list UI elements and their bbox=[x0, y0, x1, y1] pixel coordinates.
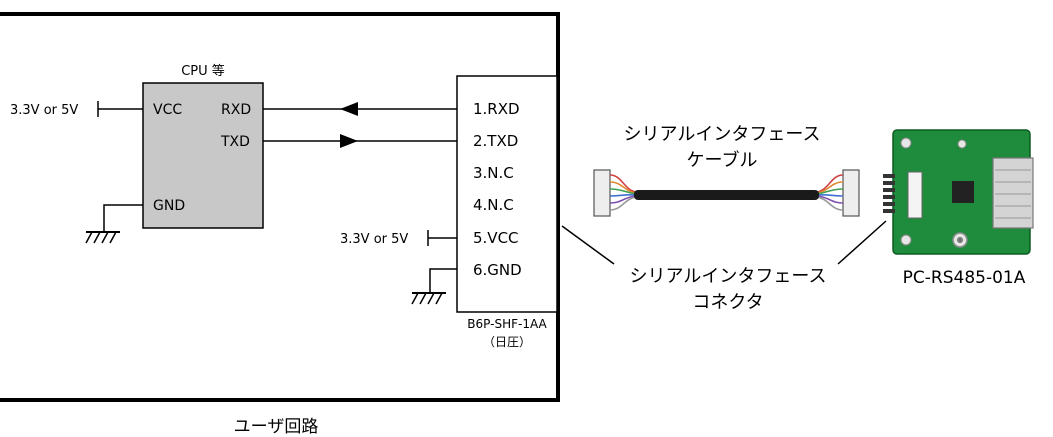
connector-label-line1: シリアルインタフェース bbox=[630, 266, 827, 287]
cpu-pin-rxd: RXD bbox=[221, 102, 251, 118]
connector-pin-1: 1.RXD bbox=[473, 100, 520, 118]
connector-part-number: B6P-SHF-1AA bbox=[467, 317, 547, 331]
cable-label-line2: ケーブル bbox=[687, 149, 758, 171]
connector-gnd-wire bbox=[429, 268, 457, 293]
txd-arrow bbox=[340, 134, 358, 148]
cpu-title: CPU 等 bbox=[181, 63, 225, 79]
cpu-ground-symbol bbox=[85, 231, 120, 244]
board-label: PC-RS485-01A bbox=[903, 268, 1026, 288]
user-circuit-label: ユーザ回路 bbox=[234, 417, 319, 437]
connector-label-line2: コネクタ bbox=[692, 292, 763, 313]
cpu-block bbox=[142, 82, 264, 229]
connector-maker: （日圧） bbox=[483, 335, 531, 349]
pc-rs485-board-image bbox=[883, 129, 1034, 255]
user-circuit-boundary bbox=[0, 12, 560, 402]
connector-pin-6: 6.GND bbox=[473, 261, 522, 279]
connector-pin-5: 5.VCC bbox=[473, 229, 519, 247]
connector-supply-label: 3.3V or 5V bbox=[340, 232, 408, 247]
cpu-gnd-wire bbox=[103, 204, 143, 232]
cpu-pin-vcc: VCC bbox=[153, 102, 182, 118]
cpu-pin-txd: TXD bbox=[220, 134, 250, 150]
cpu-pin-gnd: GND bbox=[153, 198, 185, 214]
cable-label-line1: シリアルインタフェース bbox=[624, 124, 821, 145]
cable-illustration bbox=[593, 169, 860, 217]
cpu-supply-label: 3.3V or 5V bbox=[10, 103, 78, 118]
rxd-arrow bbox=[340, 102, 358, 116]
connector-pin-3: 3.N.C bbox=[473, 164, 514, 182]
connector-pin-4: 4.N.C bbox=[473, 196, 514, 214]
connector-block bbox=[456, 75, 558, 313]
connector-leader-right bbox=[837, 220, 887, 265]
connector-leader-left bbox=[561, 225, 615, 265]
connector-ground-symbol bbox=[411, 292, 446, 305]
connector-pin-2: 2.TXD bbox=[473, 132, 518, 150]
